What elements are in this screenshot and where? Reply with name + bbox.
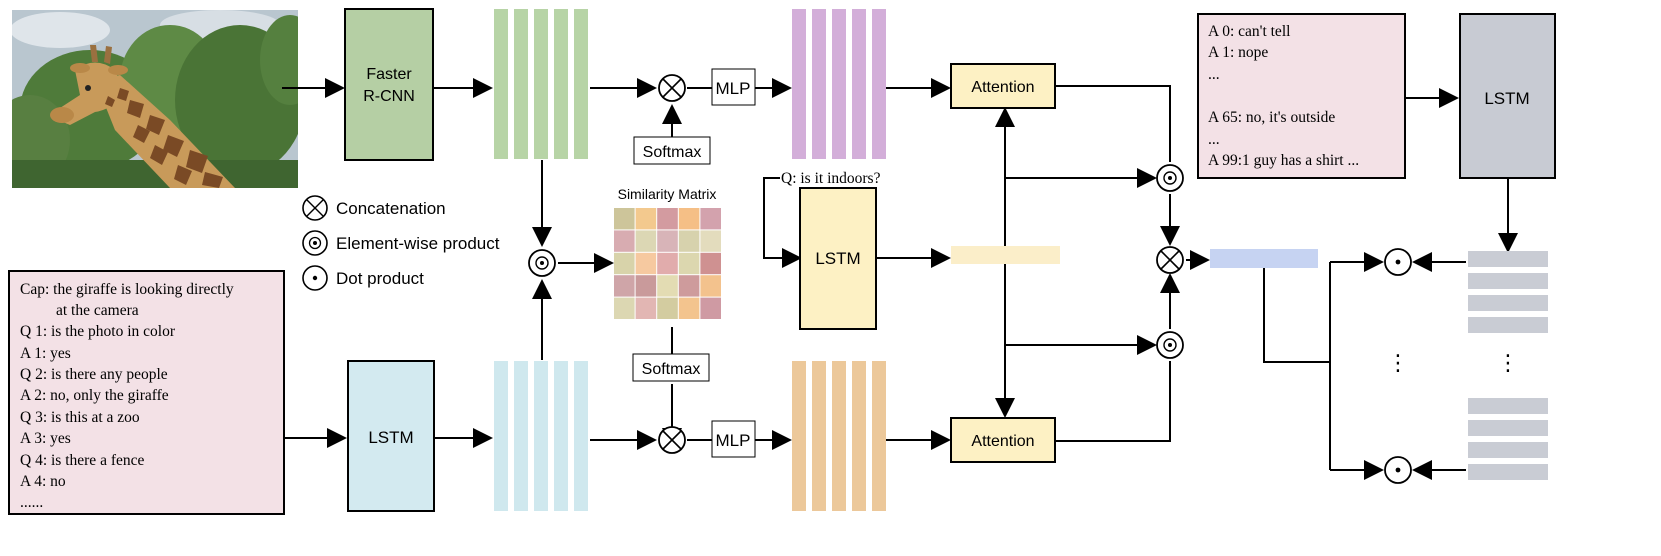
history-line: at the camera xyxy=(56,302,139,319)
faster-rcnn-label-2: R-CNN xyxy=(363,88,415,105)
softmax-top-label: Softmax xyxy=(643,144,702,161)
mlp-bottom-label: MLP xyxy=(716,431,751,450)
similarity-cell xyxy=(700,230,721,252)
answer-line: A 0: can't tell xyxy=(1208,23,1290,40)
faster-rcnn-label-1: Faster xyxy=(366,66,412,83)
similarity-matrix-label: Similarity Matrix xyxy=(618,186,717,202)
elementwise-node-similarity xyxy=(528,249,556,277)
attention-top-label: Attention xyxy=(971,79,1034,96)
history-features xyxy=(494,361,588,511)
similarity-cell xyxy=(700,297,721,319)
attended-history-features xyxy=(792,361,886,511)
similarity-cell xyxy=(657,208,678,230)
elementwise-node-top xyxy=(1156,164,1184,192)
question-text: Q: is it indoors? xyxy=(781,170,881,187)
history-line: A 2: no, only the giraffe xyxy=(20,387,169,404)
similarity-cell xyxy=(635,252,657,275)
similarity-cell xyxy=(657,230,678,252)
answer-line: ... xyxy=(1208,131,1220,148)
answer-line: ... xyxy=(1208,66,1220,83)
legend-concat: Concatenation xyxy=(302,195,446,221)
history-line: A 3: yes xyxy=(20,430,71,447)
similarity-cell xyxy=(635,208,657,230)
similarity-cell xyxy=(678,297,700,319)
history-line: Q 2: is there any people xyxy=(20,366,168,383)
history-line: Cap: the giraffe is looking directly xyxy=(20,281,234,298)
similarity-cell xyxy=(700,252,721,275)
similarity-cell xyxy=(700,208,721,230)
legend: Concatenation Element-wise product Dot p… xyxy=(302,195,500,291)
fused-vector xyxy=(1210,249,1318,268)
history-line: A 1: yes xyxy=(20,345,71,362)
lstm-answers-label: LSTM xyxy=(1484,89,1529,108)
mlp-bottom-box: MLP xyxy=(711,420,756,458)
dialog-history-box: Cap: the giraffe is looking directly at … xyxy=(8,270,285,515)
ellipsis-dots: ⋮ xyxy=(1497,350,1519,375)
softmax-bottom-label: Softmax xyxy=(642,361,701,378)
similarity-cell xyxy=(657,252,678,275)
concat-node-fusion xyxy=(1156,246,1184,274)
lstm-answers-box: LSTM xyxy=(1459,13,1556,179)
similarity-cell xyxy=(614,275,635,297)
mlp-top-label: MLP xyxy=(716,79,751,98)
legend-concat-label: Concatenation xyxy=(336,199,446,218)
history-line: Q 1: is the photo in color xyxy=(20,323,176,340)
similarity-cell xyxy=(657,275,678,297)
lstm-history-box: LSTM xyxy=(347,360,435,512)
history-line: Q 3: is this at a zoo xyxy=(20,409,140,426)
faster-rcnn-box: Faster R-CNN xyxy=(344,8,434,161)
history-line: ...... xyxy=(20,494,43,511)
similarity-cell xyxy=(635,230,657,252)
softmax-bottom-box: Softmax xyxy=(632,353,710,382)
question-vector xyxy=(951,246,1060,264)
mlp-top-box: MLP xyxy=(711,68,756,106)
attention-bottom-label: Attention xyxy=(971,433,1034,450)
legend-elementwise-label: Element-wise product xyxy=(336,234,500,253)
answer-line: A 99:1 guy has a shirt ... xyxy=(1208,152,1359,169)
similarity-cell xyxy=(614,297,635,319)
similarity-matrix xyxy=(614,208,721,319)
connectors xyxy=(282,78,1518,480)
elementwise-node-bottom xyxy=(1156,331,1184,359)
answer-candidates-box: A 0: can't tell A 1: nope ... A 65: no, … xyxy=(1197,13,1406,179)
similarity-cell xyxy=(678,252,700,275)
dot-node-bottom xyxy=(1384,456,1412,484)
attention-bottom-box: Attention xyxy=(950,417,1056,463)
attended-image-features xyxy=(792,9,886,159)
attention-top-box: Attention xyxy=(950,63,1056,109)
dot-node-top xyxy=(1384,248,1412,276)
answer-line: A 65: no, it's outside xyxy=(1208,109,1335,126)
answer-embeddings-bottom xyxy=(1468,398,1548,480)
similarity-cell xyxy=(678,275,700,297)
similarity-cell xyxy=(678,208,700,230)
similarity-cell xyxy=(614,208,635,230)
lstm-question-box: LSTM xyxy=(799,187,877,330)
similarity-cell xyxy=(678,230,700,252)
lstm-question-label: LSTM xyxy=(815,249,860,268)
similarity-cell xyxy=(614,252,635,275)
answer-embeddings-top xyxy=(1468,251,1548,333)
similarity-cell xyxy=(700,275,721,297)
legend-dot-label: Dot product xyxy=(336,269,424,288)
similarity-cell xyxy=(614,230,635,252)
concat-node-top xyxy=(658,74,686,102)
history-line: Q 4: is there a fence xyxy=(20,452,144,469)
answer-line: A 1: nope xyxy=(1208,44,1268,61)
history-line: A 4: no xyxy=(20,473,66,490)
legend-elementwise: Element-wise product xyxy=(302,230,500,256)
legend-dot: Dot product xyxy=(302,265,424,291)
image-features xyxy=(494,9,588,159)
giraffe-photo xyxy=(12,10,298,188)
softmax-top-box: Softmax xyxy=(633,136,711,165)
similarity-cell xyxy=(657,297,678,319)
lstm-history-label: LSTM xyxy=(368,428,413,447)
similarity-cell xyxy=(635,297,657,319)
similarity-cell xyxy=(635,275,657,297)
ellipsis-dots: ⋮ xyxy=(1387,350,1409,375)
concat-node-bottom xyxy=(658,426,686,454)
